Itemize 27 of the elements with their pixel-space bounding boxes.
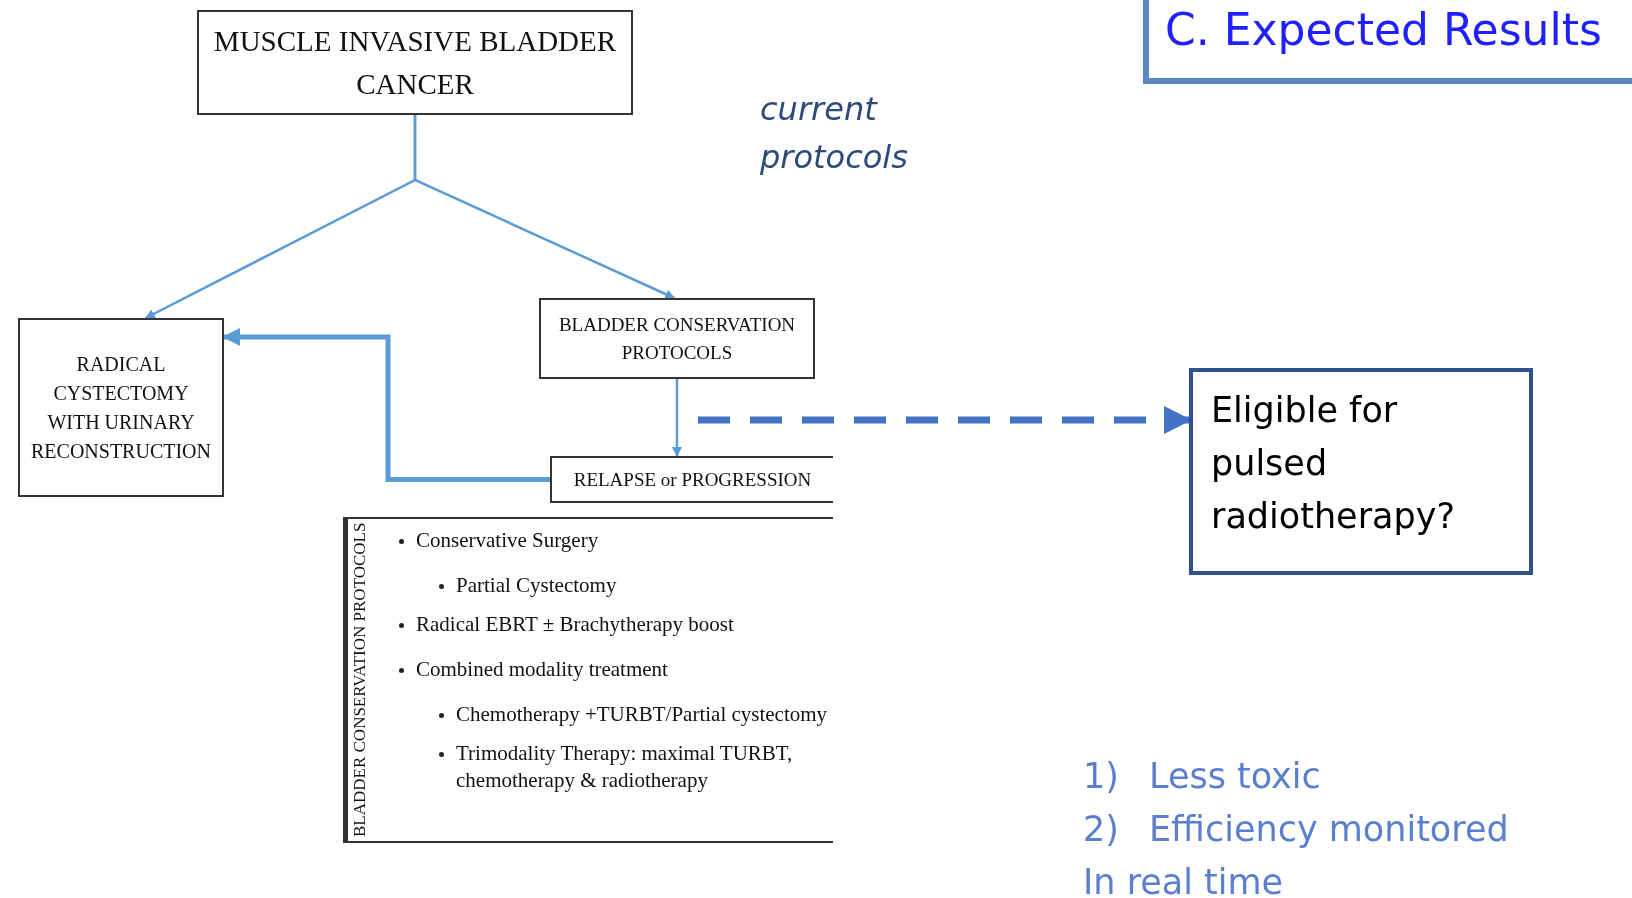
box-text: BLADDER CONSERVATION PROTOCOLS: [557, 312, 797, 365]
list-item: Trimodality Therapy: maximal TURBT, chemotherapy & radiotherapy: [456, 740, 794, 794]
process-box: [539, 298, 815, 379]
arrow: [672, 379, 682, 457]
process-box: [550, 456, 833, 503]
list-item: Radical EBRT ± Brachytherapy boost: [416, 611, 734, 638]
box-text: Eligible for pulsed radiotherapy?: [1211, 389, 1456, 538]
list-number: 1): [1083, 755, 1119, 798]
box-text: RADICAL CYSTECTOMY WITH URINARY RECONSTRUCTION: [30, 351, 212, 464]
process-box: [1189, 368, 1533, 575]
rotated-header: BLADDER CONSERVATION PROTOCOLS: [345, 519, 389, 841]
process-box: [18, 318, 224, 497]
list-item: Partial Cystectomy: [456, 572, 617, 599]
list-item: Chemotherapy +TURBT/Partial cystectomy: [456, 701, 828, 728]
annotation-text: current protocols: [760, 89, 909, 178]
arrow: [413, 115, 676, 300]
protocol-table: [343, 517, 833, 843]
title-banner: C. Expected Results: [1143, 0, 1632, 84]
list-text: In real time: [1083, 861, 1284, 898]
list-text: Efficiency monitored: [1149, 808, 1509, 851]
box-text: RELAPSE or PROGRESSION: [572, 467, 813, 492]
list-number: 2): [1083, 808, 1119, 851]
list-item: Conservative Surgery: [416, 527, 599, 554]
list-text: Less toxic: [1149, 755, 1321, 798]
process-box: [197, 10, 633, 115]
box-text: MUSCLE INVASIVE BLADDER CANCER: [212, 24, 618, 102]
list-item: Combined modality treatment: [416, 656, 668, 683]
